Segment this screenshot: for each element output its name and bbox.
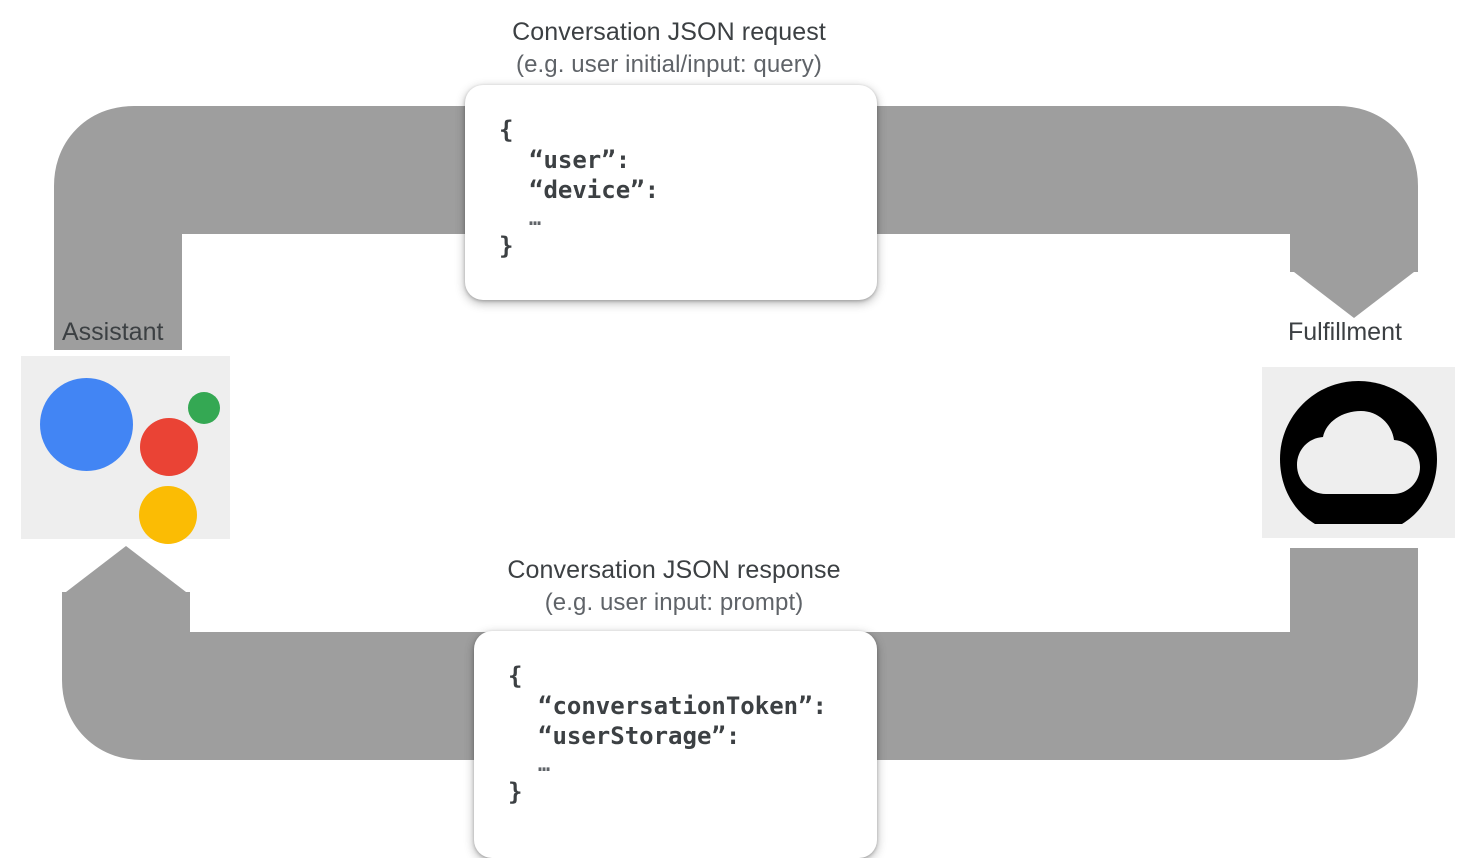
fulfillment-label: Fulfillment <box>1288 318 1402 346</box>
google-assistant-logo-icon <box>21 356 230 544</box>
request-flow-subtitle: (e.g. user initial/input: query) <box>515 51 822 78</box>
json-line: { <box>508 662 523 690</box>
response-flow-subtitle: (e.g. user input: prompt) <box>544 589 804 616</box>
json-line: “device”: <box>529 176 660 205</box>
json-line: } <box>508 777 523 806</box>
assistant-green-dot-icon <box>188 392 220 424</box>
cloud-glyph-icon <box>1280 381 1437 524</box>
request-flow-label: Conversation JSON request (e.g. user ini… <box>329 16 1009 81</box>
json-line: “user”: <box>529 146 631 175</box>
json-line: { <box>499 116 514 144</box>
json-line: … <box>538 751 551 776</box>
assistant-yellow-dot-icon <box>139 486 197 544</box>
request-flow-title: Conversation JSON request <box>512 18 826 46</box>
json-line: “conversationToken”: <box>538 692 827 721</box>
assistant-label: Assistant <box>62 318 164 346</box>
response-flow-label: Conversation JSON response (e.g. user in… <box>334 554 1014 619</box>
json-line: } <box>499 231 514 260</box>
json-line: … <box>529 205 542 230</box>
cloud-function-icon <box>1262 367 1455 538</box>
request-json-card: { “user”: “device”: … } <box>465 85 877 300</box>
assistant-blue-dot-icon <box>40 378 133 471</box>
response-flow-title: Conversation JSON response <box>507 556 841 584</box>
response-json-card: { “conversationToken”: “userStorage”: … … <box>474 631 877 858</box>
assistant-red-dot-icon <box>140 418 198 476</box>
json-line: “userStorage”: <box>538 722 741 751</box>
